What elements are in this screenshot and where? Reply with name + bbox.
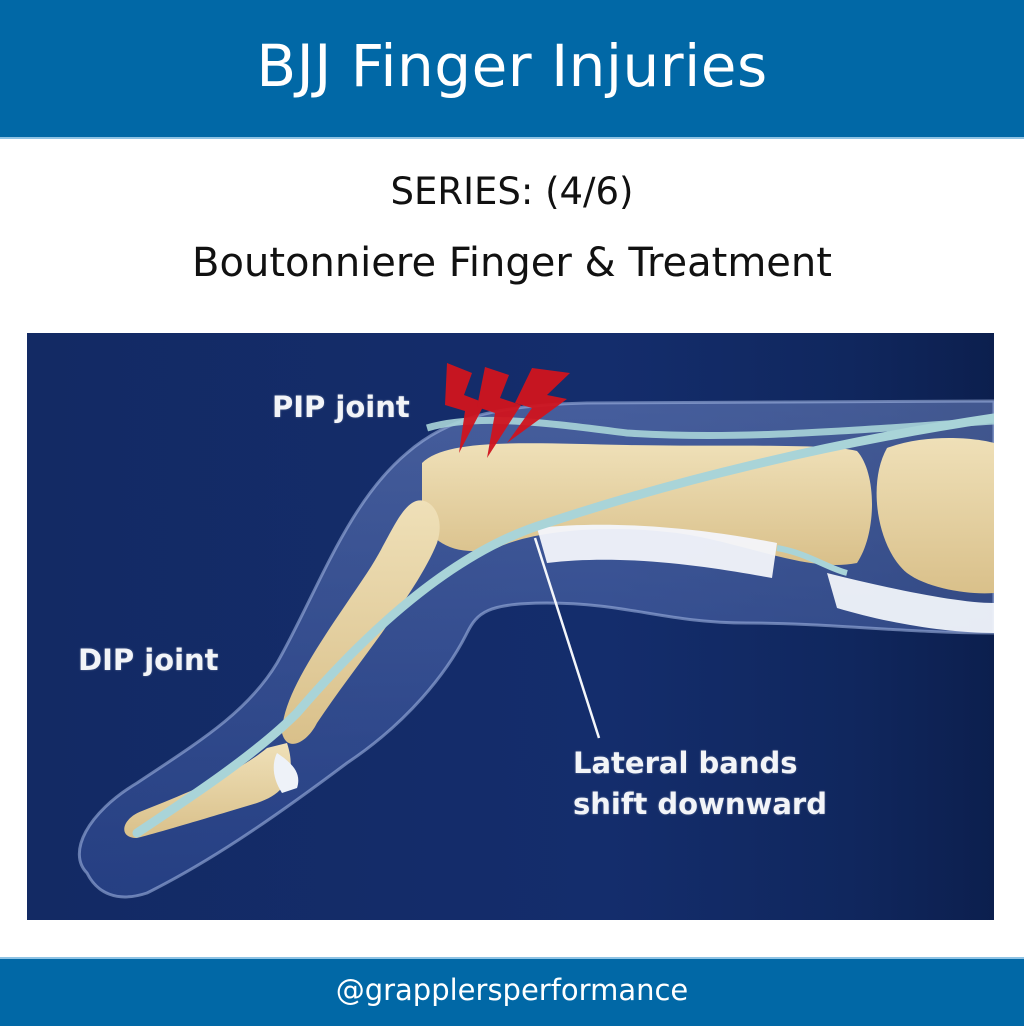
proximal-phalanx-bone: [422, 443, 872, 566]
series-label: SERIES: (4/6): [390, 170, 634, 213]
lateral-bands-label: Lateral bands shift downward: [573, 743, 827, 825]
lateral-bands-label-line2: shift downward: [573, 787, 827, 821]
lateral-band-tendon: [132, 413, 994, 838]
page-title: BJJ Finger Injuries: [256, 31, 768, 100]
header-bar: BJJ Finger Injuries: [0, 0, 1024, 139]
topic-title: Boutonniere Finger & Treatment: [192, 240, 832, 286]
footer-bar: @grapplersperformance: [0, 957, 1024, 1026]
lightning-bolt-icon: [445, 363, 570, 458]
lateral-bands-pointer: [533, 537, 601, 739]
dip-joint-label: DIP joint: [78, 643, 219, 677]
finger-anatomy-illustration: PIP joint DIP joint Lateral bands shift …: [27, 333, 994, 920]
metacarpal-bone: [876, 438, 994, 594]
lateral-bands-label-line1: Lateral bands: [573, 746, 798, 780]
finger-diagram: [77, 363, 994, 899]
central-slip-tendon: [425, 416, 994, 439]
social-handle: @grapplersperformance: [335, 972, 689, 1007]
pip-joint-label: PIP joint: [272, 390, 410, 424]
